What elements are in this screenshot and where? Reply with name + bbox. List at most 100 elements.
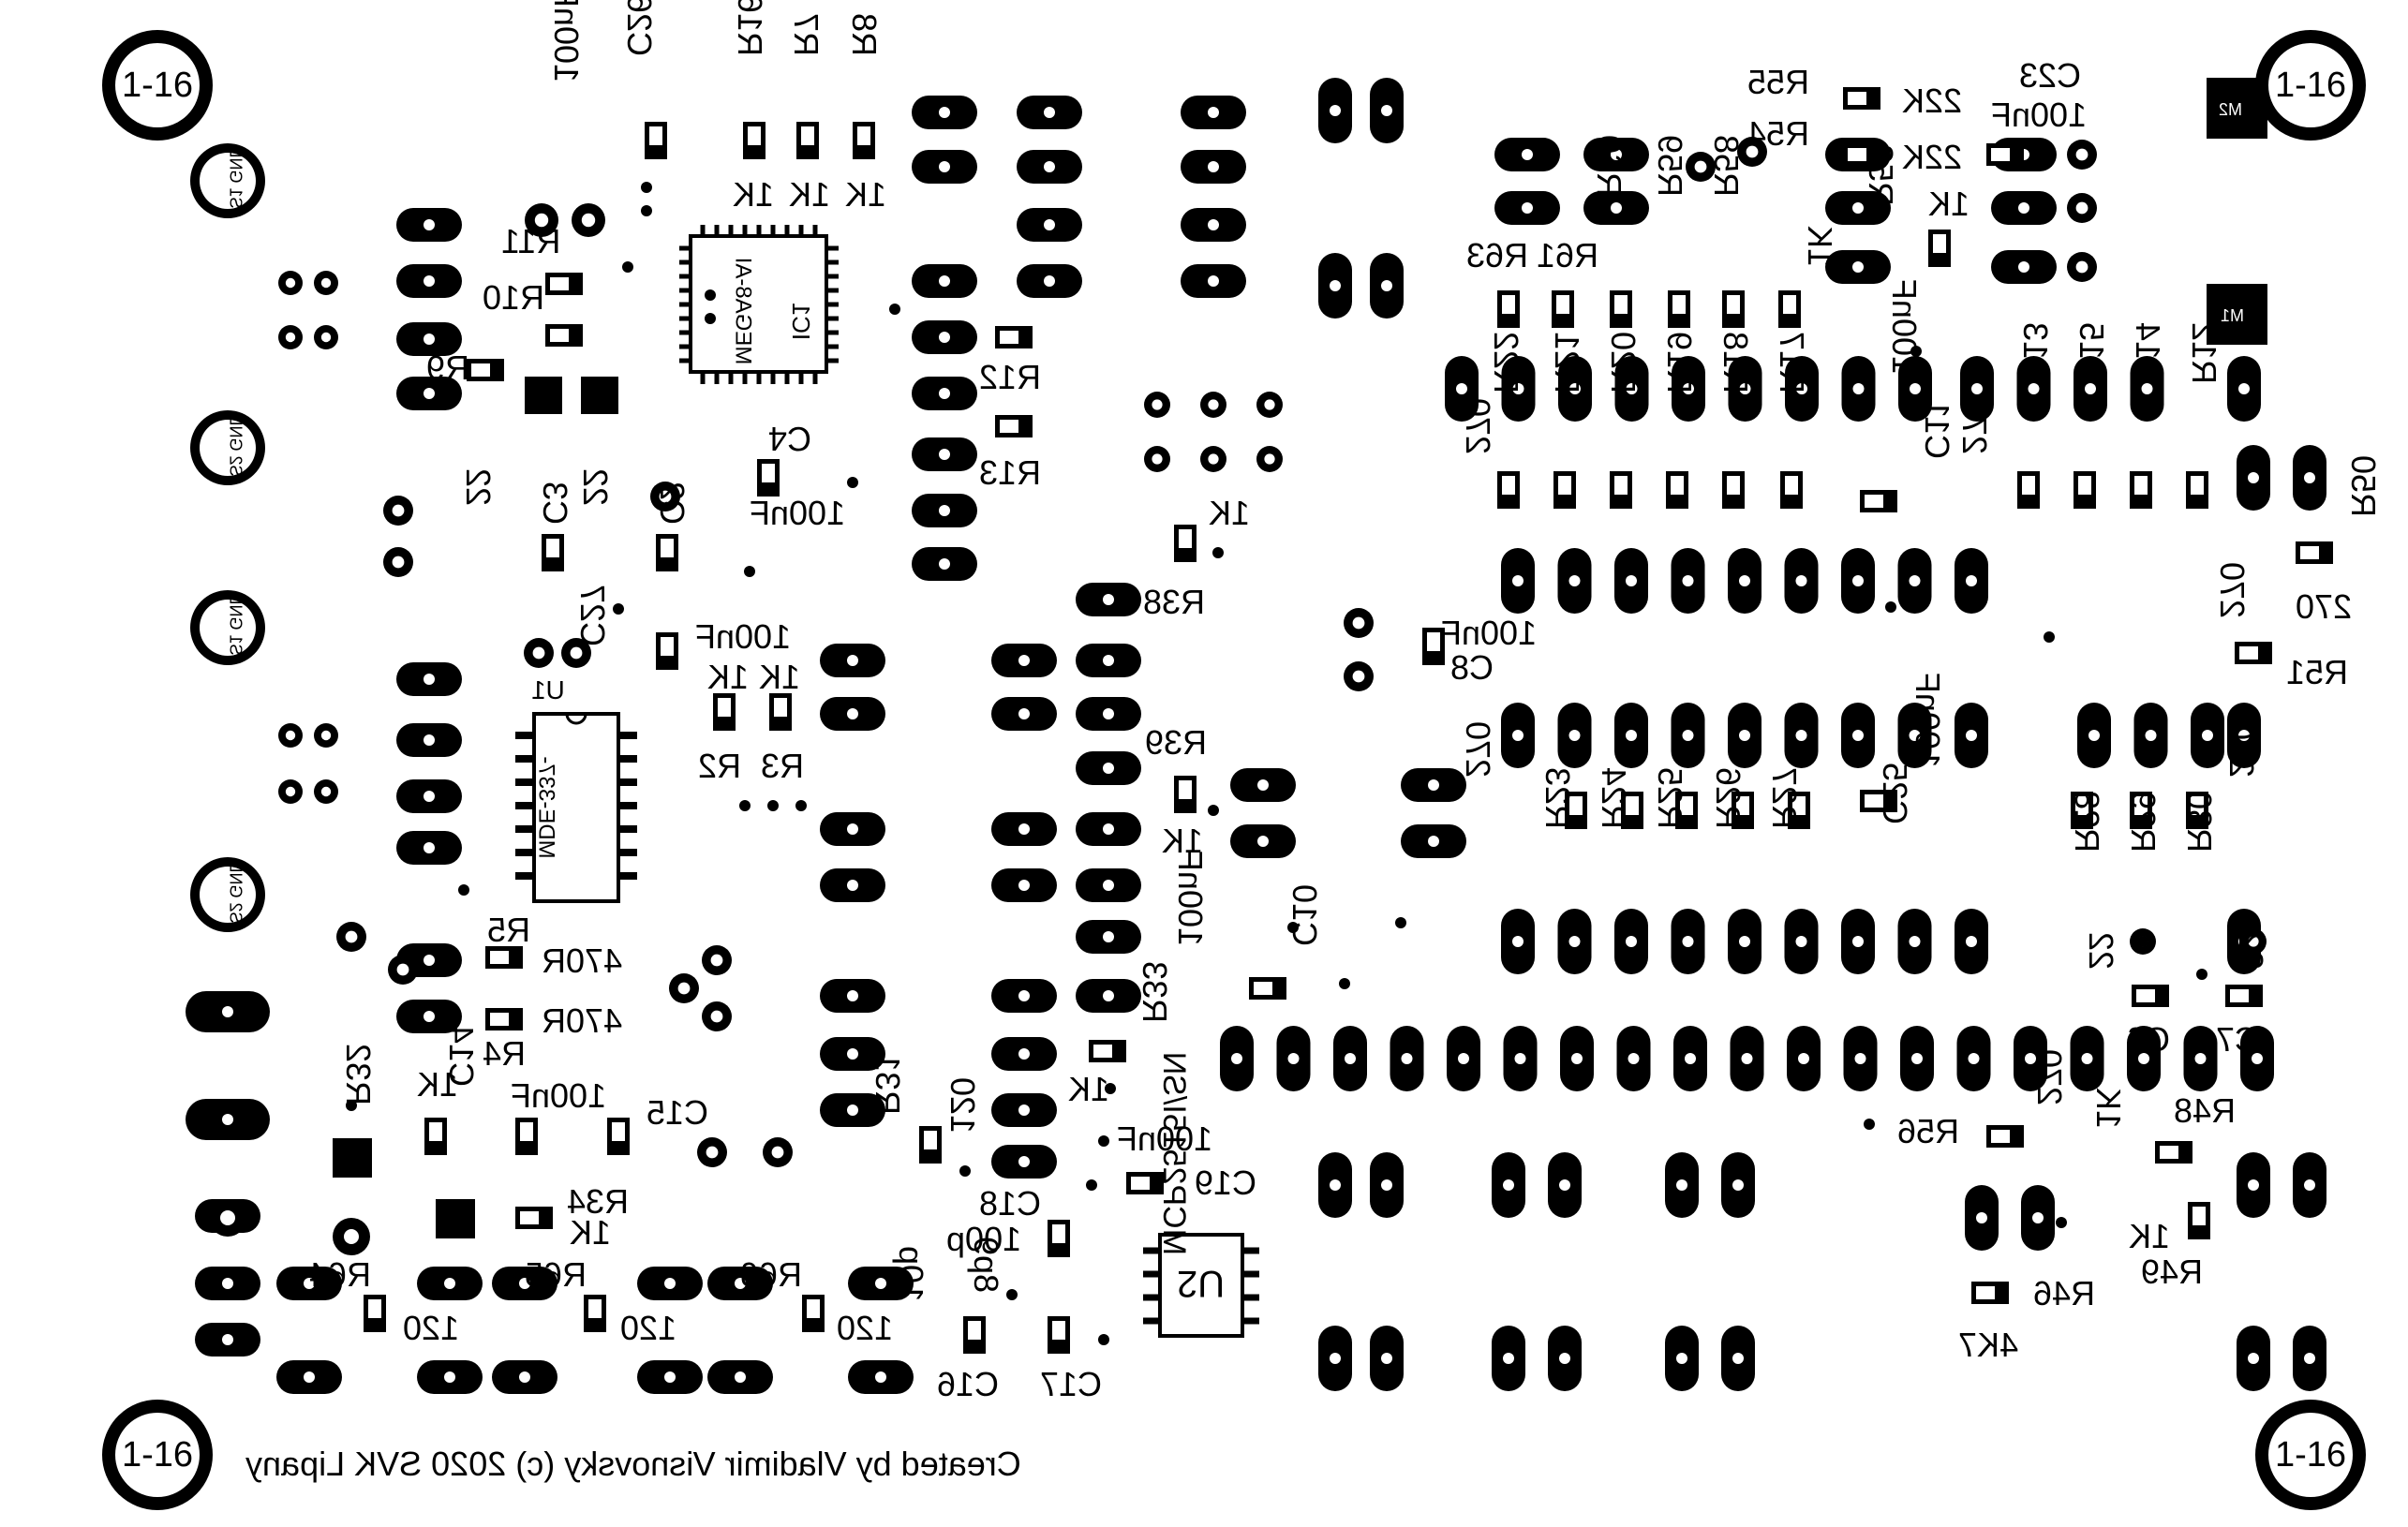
pad-drill (2138, 1053, 2149, 1064)
label-r24: R24 (1595, 766, 1633, 829)
pad-drill (532, 646, 545, 660)
pad-drill (1018, 655, 1030, 666)
label-r58-value: 1K (1801, 225, 1839, 267)
pad-drill (1018, 823, 1030, 835)
pad-drill (519, 1278, 530, 1289)
mark-m1-pad (2207, 284, 2267, 345)
ic1-part-label: MEGA8-AI (730, 257, 756, 365)
label-r46-value: 4K7 (1958, 1326, 2019, 1364)
pad-drill (1018, 990, 1030, 1001)
pad-drill (1682, 936, 1694, 947)
pad-drill (2085, 383, 2096, 394)
pad-drill (424, 734, 435, 746)
label-c6-value: 22 (2082, 931, 2120, 970)
smd-part-mark (2191, 476, 2204, 495)
pad-drill (1428, 836, 1439, 847)
smd-part-mark (550, 277, 569, 290)
pad-drill (939, 388, 950, 399)
via (641, 205, 652, 216)
label-c25: C25 (1876, 762, 1914, 824)
via (1105, 1083, 1116, 1094)
pad-drill (1569, 383, 1581, 394)
pad-drill (1739, 575, 1750, 586)
pad-drill (1798, 1053, 1809, 1064)
via (346, 1100, 357, 1111)
smd-part-mark (1614, 295, 1628, 314)
pad-drill (1682, 575, 1694, 586)
via (847, 477, 858, 488)
pad-drill (1208, 107, 1219, 118)
pad-drill (710, 954, 723, 967)
smd-part-mark (1556, 295, 1569, 314)
mounting-hole-bottom-right (2255, 1400, 2366, 1510)
pad-drill (875, 1371, 886, 1383)
pad-drill (1208, 453, 1219, 465)
smd-part-mark (1502, 295, 1515, 314)
via (959, 1165, 971, 1177)
pad-drill (1741, 1053, 1753, 1064)
gnd-label-s2-bottom: S2 GND (226, 860, 245, 924)
smd-part-mark (661, 637, 674, 656)
pad-drill (1568, 730, 1581, 741)
pad-drill (1522, 202, 1533, 214)
pad-drill (1257, 779, 1269, 791)
label-c8: C8 (1450, 648, 1494, 687)
label-r55: R55 (1747, 63, 1810, 101)
label-r59: R59 (1651, 134, 1689, 197)
pad-drill (735, 1278, 746, 1289)
pad-drill (1966, 936, 1977, 947)
u1-chip (515, 712, 637, 903)
label-c2: C2 (653, 481, 691, 525)
label-r3-value: 1K (759, 658, 801, 696)
pad-drill (2304, 472, 2315, 483)
label-r49-value: 1K (2129, 1217, 2171, 1255)
label-c4-value: 100nF (750, 494, 846, 532)
pad-drill (1514, 1053, 1526, 1064)
pad-drill (424, 842, 435, 853)
pad-drill (1381, 1179, 1392, 1191)
pad-drill (1795, 730, 1807, 741)
label-c10-value: 100nF (1171, 850, 1210, 946)
smd-part-mark (429, 1122, 442, 1141)
pad-drill (285, 786, 296, 797)
label-r54-value: 22K (1902, 138, 1963, 176)
label-r14: R14 (2129, 321, 2167, 384)
smd-part-mark (807, 1299, 820, 1318)
pad-drill (1852, 202, 1864, 214)
pad-drill (1852, 261, 1864, 273)
mark-m2-pad (2207, 78, 2267, 139)
pad-drill (1152, 453, 1163, 465)
pad-drill (847, 880, 858, 891)
pad-drill (222, 1114, 233, 1125)
pad-drill (424, 1011, 435, 1022)
label-c7-value: 22 (2232, 931, 2270, 970)
label-r64: R64 (309, 1255, 372, 1294)
pad-drill (2238, 730, 2250, 741)
label-c19-value: 100nF (1117, 1119, 1213, 1158)
label-r8-value: 1K (845, 175, 887, 214)
gnd-testpoint-s2-top (190, 410, 265, 485)
label-100nf: 100nF (547, 0, 586, 82)
label-r22-value: 270 (1459, 397, 1497, 454)
pad-drill (1676, 1179, 1687, 1191)
smd-part-mark (2300, 546, 2319, 559)
label-r48-value: 1K (2089, 1087, 2128, 1129)
pad-drill (1103, 594, 1114, 605)
label-r10: R10 (483, 278, 545, 317)
pad-drill (424, 674, 435, 685)
label-r8: R8 (845, 12, 884, 56)
pad-drill (1103, 655, 1114, 666)
label-r51: R51 (2286, 653, 2349, 691)
label-r22: R22 (1487, 331, 1525, 393)
via (1287, 922, 1299, 933)
pad-drill (939, 332, 950, 343)
pad-drill (1628, 1053, 1640, 1064)
pad-drill (847, 990, 858, 1001)
pad-drill (2088, 730, 2100, 741)
pad-drill (222, 1334, 233, 1345)
mounting-label-bottom-right: 1-16 (2274, 1435, 2347, 1475)
smd-part-mark (1502, 476, 1515, 495)
pad-drill (1208, 275, 1219, 287)
smd-part-mark (2192, 1207, 2206, 1225)
